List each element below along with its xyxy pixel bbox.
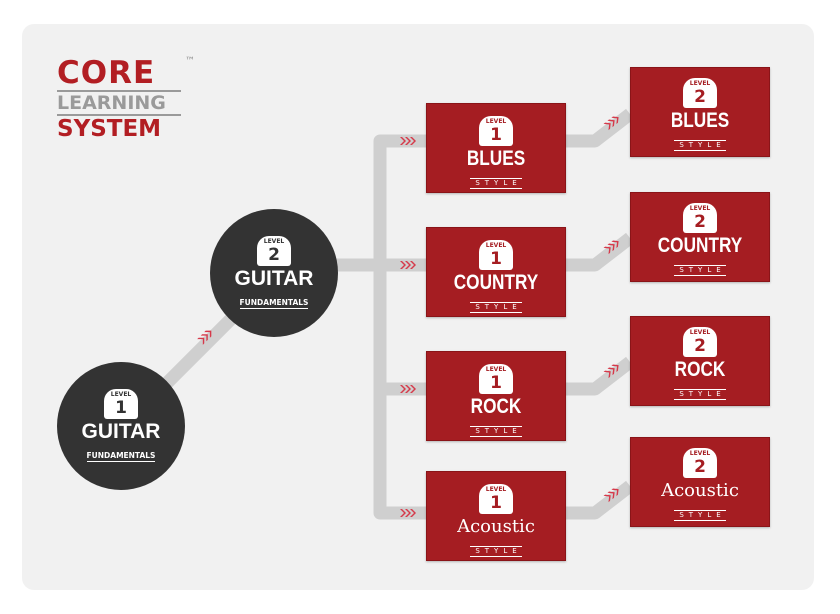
node-subtitle: STYLE bbox=[674, 265, 726, 276]
node-subtitle: FUNDAMENTALS bbox=[239, 298, 309, 309]
node-subtitle: STYLE bbox=[470, 546, 522, 557]
logo-line-system: SYSTEM bbox=[57, 116, 162, 142]
node-subtitle: STYLE bbox=[470, 302, 522, 313]
node-blues-style-level-1: LEVEL 1 BLUES STYLE bbox=[426, 103, 566, 193]
level-badge: LEVEL 1 bbox=[479, 364, 513, 394]
level-badge: LEVEL 1 bbox=[479, 484, 513, 514]
level-number: 1 bbox=[490, 493, 502, 513]
connector-acoustic-to-l2 bbox=[566, 480, 634, 520]
connector-blues-to-l2 bbox=[566, 108, 634, 148]
level-badge: LEVEL 1 bbox=[104, 389, 138, 419]
node-blues-style-level-2: LEVEL 2 BLUES STYLE bbox=[630, 67, 770, 157]
chevron-arrow-icon bbox=[603, 364, 619, 379]
core-learning-system-logo: CORE ™ LEARNING SYSTEM bbox=[57, 55, 195, 142]
chevron-arrow-icon bbox=[400, 261, 416, 269]
level-number: 2 bbox=[694, 212, 706, 232]
level-label: LEVEL bbox=[689, 80, 711, 87]
logo-line-core: CORE bbox=[57, 55, 156, 91]
node-title: ROCK bbox=[674, 358, 726, 381]
node-subtitle: STYLE bbox=[674, 510, 726, 521]
node-guitar-fundamentals-level-2: LEVEL 2 GUITAR FUNDAMENTALS bbox=[210, 209, 338, 337]
level-badge: LEVEL 2 bbox=[683, 78, 717, 108]
node-title: GUITAR bbox=[234, 267, 314, 290]
node-title: Acoustic bbox=[661, 480, 739, 501]
level-label: LEVEL bbox=[485, 118, 507, 125]
connector-l1-to-l2 bbox=[160, 310, 240, 390]
node-country-style-level-2: LEVEL 2 COUNTRY STYLE bbox=[630, 192, 770, 282]
level-number: 1 bbox=[115, 398, 127, 418]
level-badge: LEVEL 2 bbox=[683, 203, 717, 233]
node-guitar-fundamentals-level-1: LEVEL 1 GUITAR FUNDAMENTALS bbox=[57, 362, 185, 490]
node-subtitle: STYLE bbox=[470, 178, 522, 189]
connector-trunk bbox=[373, 134, 426, 520]
node-subtitle: STYLE bbox=[470, 426, 522, 437]
chevron-arrow-icon bbox=[400, 509, 416, 517]
level-badge: LEVEL 1 bbox=[479, 240, 513, 270]
connector-country-to-l2 bbox=[566, 232, 634, 272]
level-label: LEVEL bbox=[485, 366, 507, 373]
chevron-arrow-icon bbox=[603, 240, 619, 255]
level-badge: LEVEL 1 bbox=[479, 116, 513, 146]
chevron-arrow-icon bbox=[400, 137, 416, 145]
level-label: LEVEL bbox=[689, 329, 711, 336]
node-title: ROCK bbox=[470, 395, 522, 418]
level-label: LEVEL bbox=[263, 238, 285, 245]
level-label: LEVEL bbox=[110, 391, 132, 398]
level-number: 2 bbox=[694, 87, 706, 107]
chevron-arrow-icon bbox=[603, 488, 619, 503]
node-rock-style-level-2: LEVEL 2 ROCK STYLE bbox=[630, 316, 770, 406]
node-title: Acoustic bbox=[457, 516, 535, 537]
level-number: 1 bbox=[490, 249, 502, 269]
node-acoustic-style-level-2: LEVEL 2 Acoustic STYLE bbox=[630, 437, 770, 527]
level-label: LEVEL bbox=[689, 450, 711, 457]
node-country-style-level-1: LEVEL 1 COUNTRY STYLE bbox=[426, 227, 566, 317]
level-label: LEVEL bbox=[689, 205, 711, 212]
level-badge: LEVEL 2 bbox=[683, 448, 717, 478]
node-subtitle: FUNDAMENTALS bbox=[86, 451, 156, 462]
level-number: 2 bbox=[694, 336, 706, 356]
level-number: 2 bbox=[268, 245, 280, 265]
node-title: BLUES bbox=[670, 109, 730, 132]
chevron-arrow-icon bbox=[400, 385, 416, 393]
node-title: COUNTRY bbox=[453, 271, 539, 294]
node-subtitle: STYLE bbox=[674, 140, 726, 151]
node-title: BLUES bbox=[466, 147, 526, 170]
chevron-arrow-icon bbox=[603, 116, 619, 131]
level-label: LEVEL bbox=[485, 242, 507, 249]
level-number: 2 bbox=[694, 457, 706, 477]
connector-rock-to-l2 bbox=[566, 356, 634, 396]
level-badge: LEVEL 2 bbox=[683, 327, 717, 357]
node-title: GUITAR bbox=[81, 420, 161, 443]
node-acoustic-style-level-1: LEVEL 1 Acoustic STYLE bbox=[426, 471, 566, 561]
logo-line-learning: LEARNING bbox=[57, 90, 181, 116]
level-number: 1 bbox=[490, 125, 502, 145]
node-subtitle: STYLE bbox=[674, 389, 726, 400]
level-number: 1 bbox=[490, 373, 502, 393]
level-badge: LEVEL 2 bbox=[257, 236, 291, 266]
node-title: COUNTRY bbox=[657, 234, 743, 257]
logo-trademark: ™ bbox=[185, 56, 195, 67]
level-label: LEVEL bbox=[485, 486, 507, 493]
node-rock-style-level-1: LEVEL 1 ROCK STYLE bbox=[426, 351, 566, 441]
